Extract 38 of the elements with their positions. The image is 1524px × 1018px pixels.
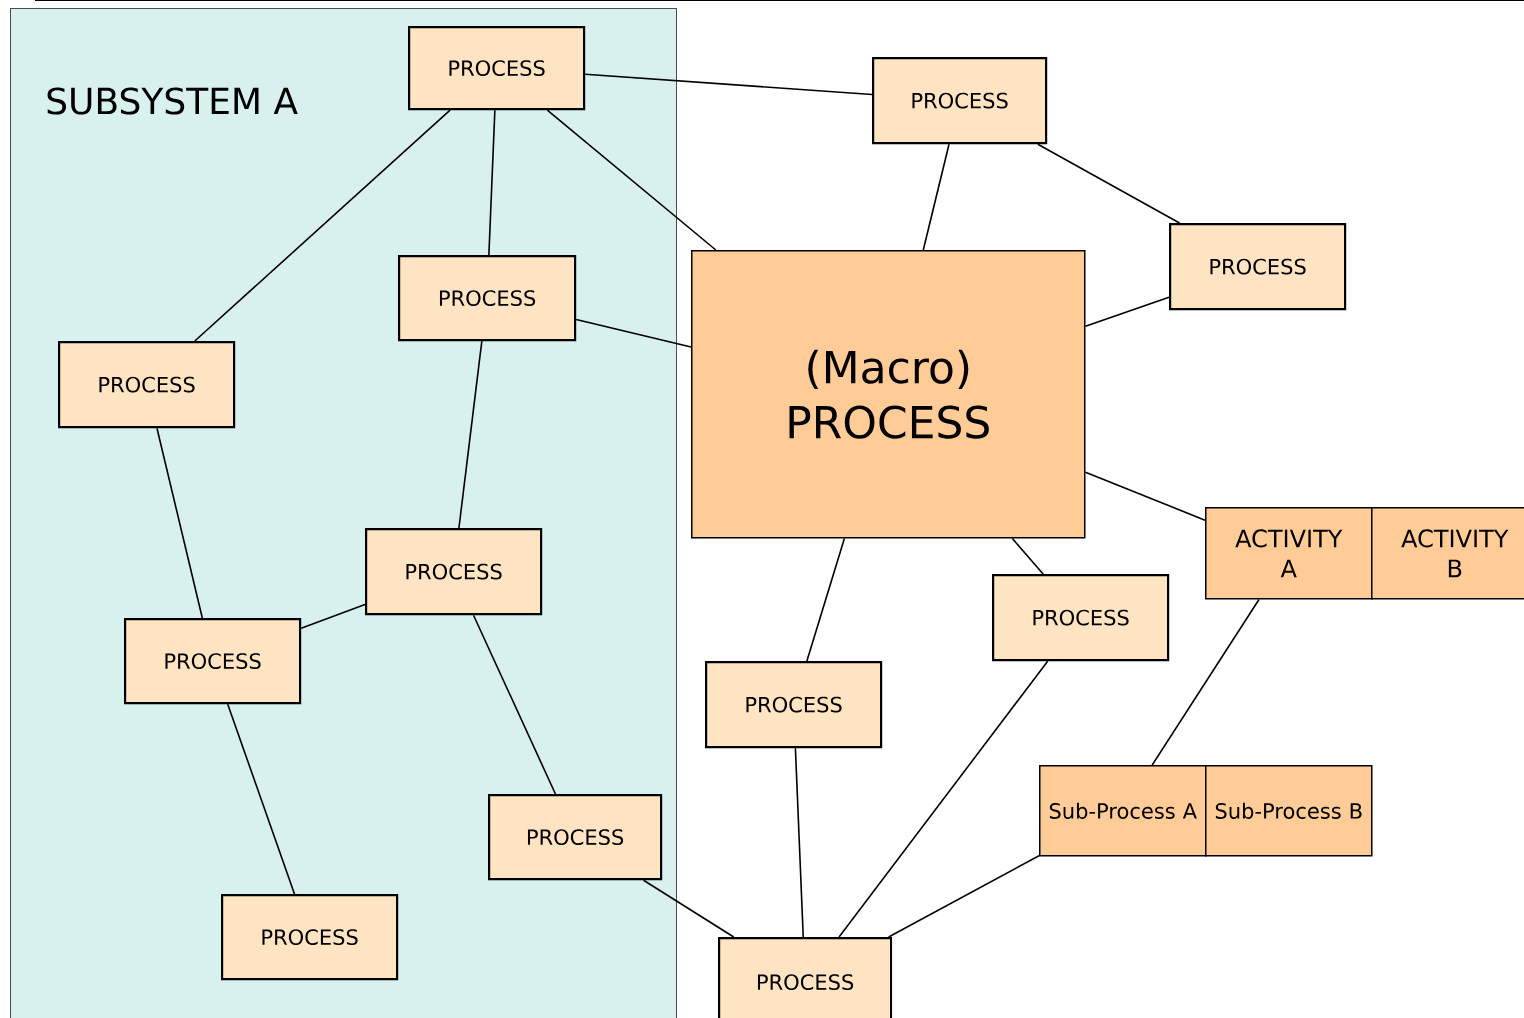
macro-process-box: (Macro) PROCESS (691, 250, 1086, 539)
connector-line (488, 109, 496, 256)
connector-line (794, 747, 805, 938)
process-box: PROCESS (398, 255, 577, 342)
connector-line (806, 537, 846, 662)
process-box: PROCESS (221, 894, 399, 981)
connector-line (1151, 598, 1260, 766)
connector-line (887, 854, 1040, 938)
process-box: PROCESS (365, 528, 543, 616)
connector-line (472, 614, 557, 795)
activity-box: ACTIVITY A (1205, 507, 1373, 600)
process-box: PROCESS (705, 661, 883, 749)
connector-line (156, 427, 204, 619)
process-box: PROCESS (58, 341, 236, 429)
process-box: PROCESS (1169, 223, 1347, 311)
connector-line (1037, 143, 1181, 224)
connector-line (1084, 471, 1206, 521)
connector-line (575, 318, 692, 348)
sub-process-box: Sub-Process A (1039, 765, 1207, 857)
process-box: PROCESS (872, 57, 1048, 145)
process-box: PROCESS (488, 794, 663, 881)
sub-process-box: Sub-Process B (1205, 765, 1373, 857)
connector-line (300, 603, 366, 629)
connector-line (1011, 537, 1044, 575)
connector-line (838, 660, 1049, 938)
connector-line (642, 879, 735, 938)
process-box: PROCESS (408, 26, 586, 111)
activity-box: ACTIVITY B (1371, 507, 1524, 600)
process-box: PROCESS (992, 574, 1170, 662)
connector-line (584, 73, 873, 96)
process-box: PROCESS (124, 618, 302, 705)
connector-line (194, 109, 451, 342)
connector-line (458, 340, 483, 529)
connector-line (226, 703, 296, 895)
process-box: PROCESS (718, 937, 893, 1018)
connector-line (546, 109, 717, 251)
connector-line (1084, 296, 1170, 327)
connector-line (922, 143, 950, 251)
